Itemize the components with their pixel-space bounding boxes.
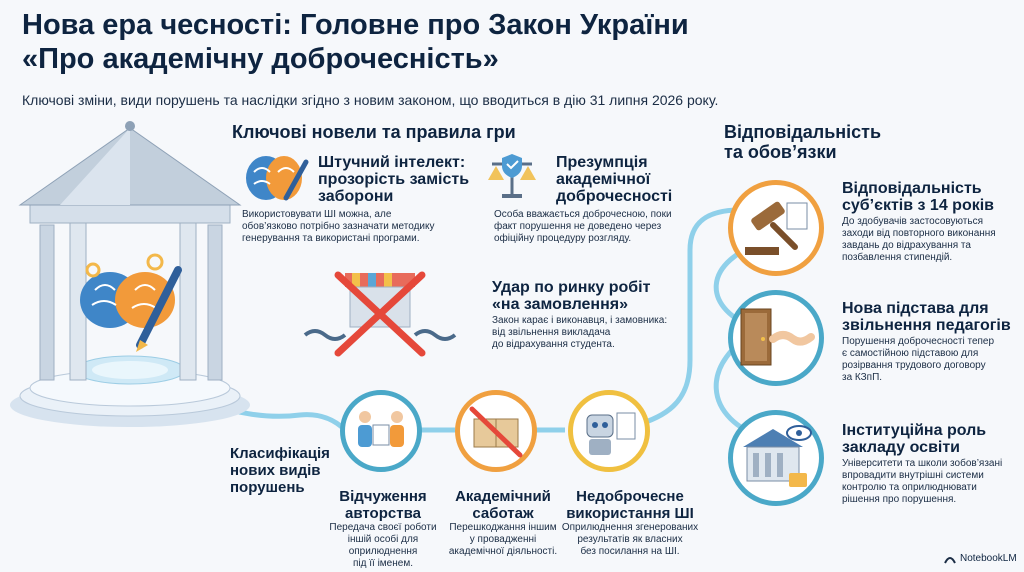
brand-label: NotebookLM	[960, 553, 1017, 564]
violation-circle-sabotage	[455, 390, 537, 472]
responsibility-circle-institution	[728, 410, 824, 506]
handover-icon	[358, 411, 404, 447]
page-subtitle: Ключові зміни, види порушень та наслідки…	[22, 92, 719, 108]
blocked-book-icon	[469, 406, 523, 458]
violation-circle-authorship	[340, 390, 422, 472]
violation-circle-ai	[568, 390, 650, 472]
brand: NotebookLM	[944, 553, 1017, 564]
responsibility-circle-age	[728, 180, 824, 276]
page-title-line1: Нова ера чесності: Головне про Закон Укр…	[22, 9, 689, 41]
page-title-line2: «Про академічну доброчесність»	[22, 43, 499, 75]
page-title: Нова ера чесності: Головне про Закон Укр…	[22, 8, 922, 76]
timeline-path-up	[614, 207, 741, 433]
notebooklm-icon	[944, 556, 956, 563]
temple-illustration	[10, 121, 250, 427]
market-title: Удар по ринку робіт«на замовлення»	[492, 279, 651, 313]
scales-shield-icon	[488, 150, 548, 204]
market-text: Закон карає і виконавця, і замовника:від…	[492, 315, 668, 350]
door-handshake-icon	[740, 308, 815, 366]
broken-chain-market-icon	[300, 265, 460, 364]
novels-heading: Ключові новели та правила гри	[232, 122, 516, 142]
institution-eye-lock-icon	[743, 425, 812, 487]
robot-document-icon	[586, 412, 636, 455]
gavel-icon	[745, 201, 808, 255]
responsibility-circle-dismissal	[728, 290, 824, 386]
ai-icon	[240, 148, 310, 212]
